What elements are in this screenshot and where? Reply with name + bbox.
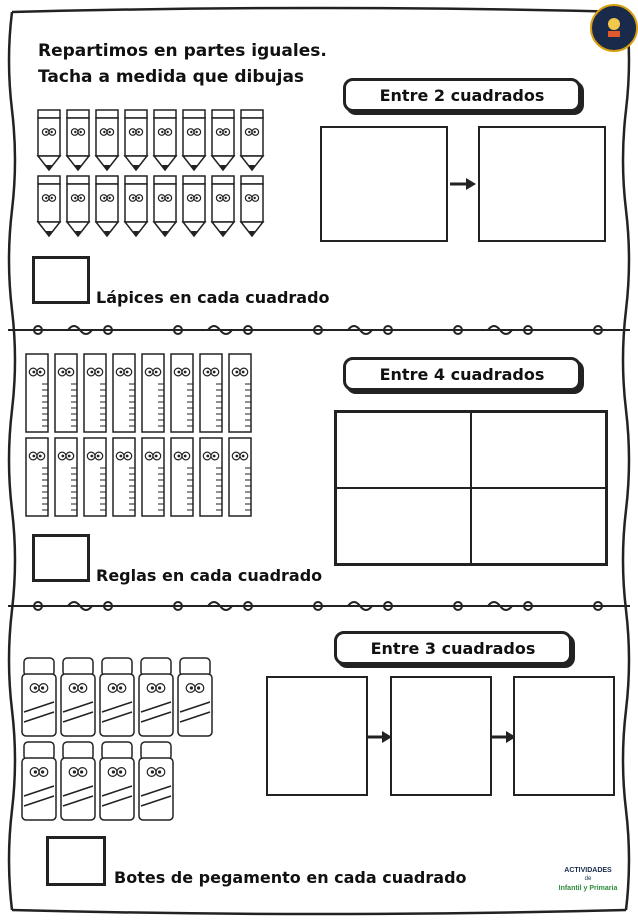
glue-stick-icon (60, 657, 96, 737)
pencil-icon (65, 109, 91, 172)
grid-cell-1[interactable] (336, 412, 471, 488)
answer-box-pencils[interactable] (32, 256, 90, 304)
glue-stick-group (20, 656, 220, 824)
ornament-divider (8, 601, 630, 611)
glue-stick-icon (60, 741, 96, 821)
pencil-icon (181, 175, 207, 238)
answer-label-pencils: Lápices en cada cuadrado (96, 288, 330, 307)
ruler-icon (170, 353, 194, 433)
division-grid-4[interactable] (334, 410, 608, 566)
section-1-heading: Entre 2 cuadrados (343, 78, 581, 112)
answer-box-glue[interactable] (46, 836, 106, 886)
ornament-divider (8, 325, 630, 335)
division-box-1[interactable] (320, 126, 448, 242)
answer-box-rulers[interactable] (32, 534, 90, 582)
ruler-icon (199, 437, 223, 517)
grid-cell-3[interactable] (336, 488, 471, 564)
pencil-icon (94, 109, 120, 172)
footer-logo-line-1: ACTIVIDADES (564, 867, 612, 874)
pencil-icon (36, 175, 62, 238)
ruler-icon (228, 437, 252, 517)
footer-logo-line-3: Infantil y Primaria (558, 885, 618, 892)
pencil-icon (210, 109, 236, 172)
division-box-3[interactable] (513, 676, 615, 796)
pencil-icon (65, 175, 91, 238)
glue-stick-icon (99, 657, 135, 737)
pencil-icon (123, 175, 149, 238)
arrow-icon (450, 178, 476, 190)
ruler-icon (228, 353, 252, 433)
pencil-icon (152, 175, 178, 238)
instruction-line-2: Tacha a medida que dibujas (38, 67, 305, 87)
pencil-icon (239, 175, 265, 238)
ruler-icon (141, 353, 165, 433)
division-box-2[interactable] (390, 676, 492, 796)
ruler-icon (112, 437, 136, 517)
arrow-icon (366, 731, 392, 743)
glue-stick-icon (99, 741, 135, 821)
answer-label-glue: Botes de pegamento en cada cuadrado (114, 868, 467, 887)
division-box-2[interactable] (478, 126, 606, 242)
glue-stick-icon (21, 741, 57, 821)
glue-stick-icon (138, 741, 174, 821)
ruler-icon (199, 353, 223, 433)
footer-logo-line-2: de (584, 876, 592, 882)
section-3-heading: Entre 3 cuadrados (334, 631, 572, 665)
ruler-icon (112, 353, 136, 433)
brand-logo-icon (590, 4, 638, 52)
arrow-icon (490, 731, 516, 743)
footer-logo: ACTIVIDADES de Infantil y Primaria (548, 866, 628, 900)
answer-label-rulers: Reglas en cada cuadrado (96, 566, 323, 585)
pencil-icon (123, 109, 149, 172)
grid-cell-2[interactable] (471, 412, 606, 488)
section-2-heading: Entre 4 cuadrados (343, 357, 581, 391)
ruler-icon (25, 353, 49, 433)
ruler-icon (83, 437, 107, 517)
pencil-icon (94, 175, 120, 238)
pencil-group (35, 108, 275, 240)
ruler-group (20, 352, 260, 522)
ruler-icon (141, 437, 165, 517)
instruction-line-1: Repartimos en partes iguales. (38, 41, 327, 61)
glue-stick-icon (138, 657, 174, 737)
ruler-icon (54, 437, 78, 517)
ruler-icon (25, 437, 49, 517)
pencil-icon (36, 109, 62, 172)
glue-stick-icon (177, 657, 213, 737)
division-box-1[interactable] (266, 676, 368, 796)
pencil-icon (210, 175, 236, 238)
pencil-icon (152, 109, 178, 172)
ruler-icon (83, 353, 107, 433)
pencil-icon (181, 109, 207, 172)
grid-cell-4[interactable] (471, 488, 606, 564)
ruler-icon (170, 437, 194, 517)
pencil-icon (239, 109, 265, 172)
glue-stick-icon (21, 657, 57, 737)
ruler-icon (54, 353, 78, 433)
instructions: Repartimos en partes iguales. Tacha a me… (38, 38, 327, 90)
